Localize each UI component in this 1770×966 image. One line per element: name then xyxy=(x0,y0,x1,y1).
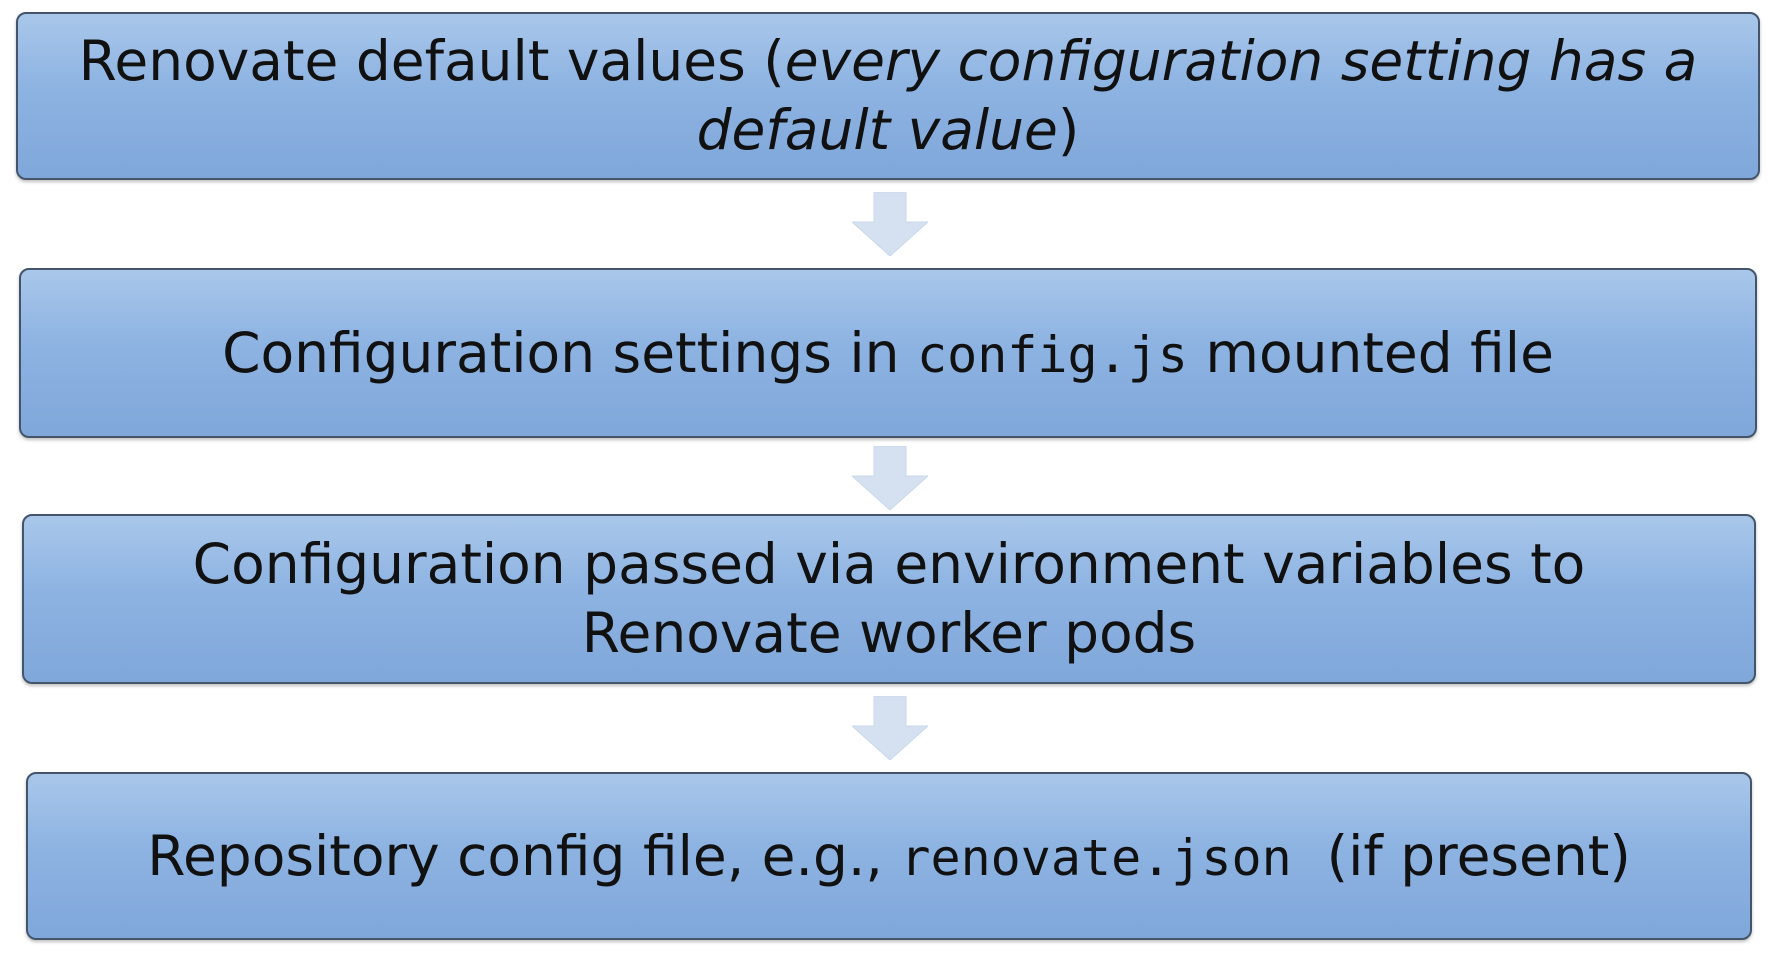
step-3-text: Configuration passed via environment var… xyxy=(192,532,1586,665)
step-1-text-italic: every configuration setting has a defaul… xyxy=(696,29,1698,162)
down-arrow-icon xyxy=(852,446,928,510)
step-1-text-before: Renovate default values ( xyxy=(78,29,785,94)
step-box-3: Configuration passed via environment var… xyxy=(22,514,1756,684)
step-2-text: Configuration settings in config.js moun… xyxy=(182,319,1594,388)
step-1-text-after: ) xyxy=(1057,98,1080,162)
down-arrow-icon xyxy=(852,696,928,760)
step-4-code: renovate.json xyxy=(900,828,1292,887)
step-2-code: config.js xyxy=(916,325,1188,384)
down-arrow-icon xyxy=(852,192,928,256)
step-4-text: Repository config file, e.g., renovate.j… xyxy=(107,822,1671,891)
step-box-2: Configuration settings in config.js moun… xyxy=(19,268,1757,438)
step-2-text-after: mounted file xyxy=(1187,320,1554,385)
step-1-text: Renovate default values (every configura… xyxy=(18,27,1758,165)
step-box-1: Renovate default values (every configura… xyxy=(16,12,1760,180)
step-2-text-before: Configuration settings in xyxy=(222,320,917,385)
step-4-text-before: Repository config file, e.g., xyxy=(147,823,901,888)
step-box-4: Repository config file, e.g., renovate.j… xyxy=(26,772,1752,940)
step-4-text-after: (if present) xyxy=(1291,823,1631,888)
